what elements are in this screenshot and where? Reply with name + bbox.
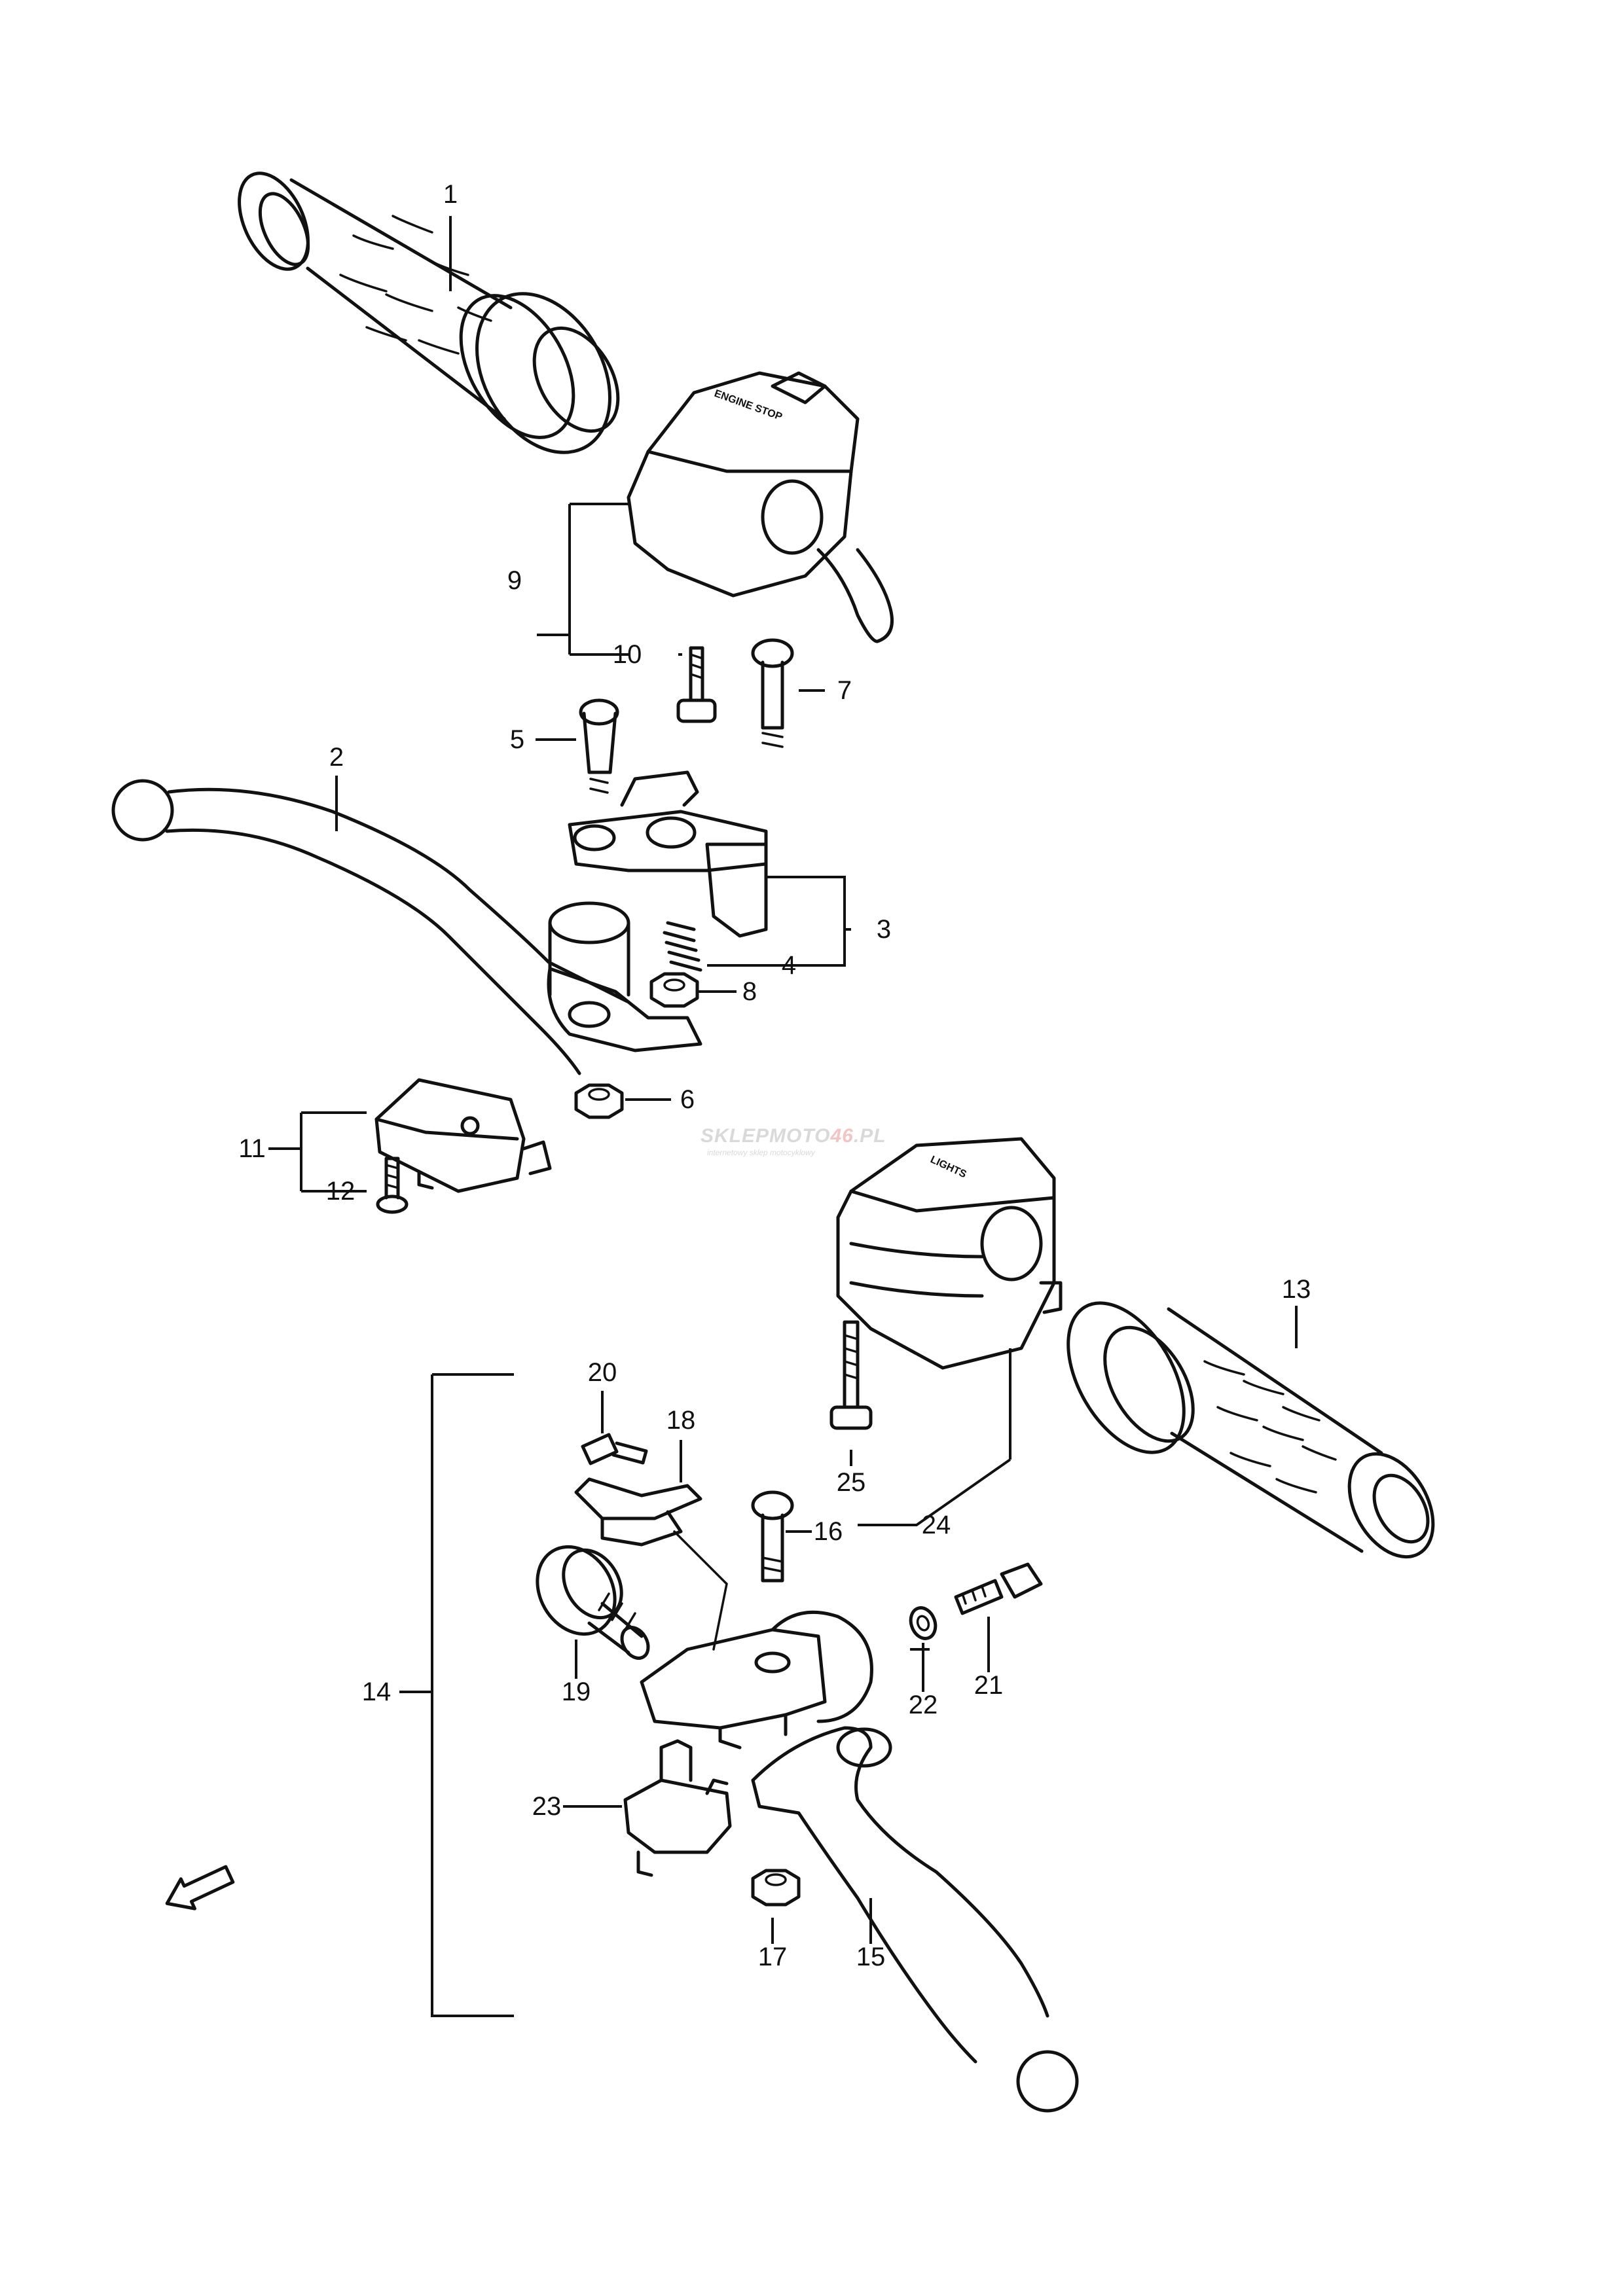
bolt-part-21 [954, 1562, 1043, 1615]
clutch-lever-part [751, 1726, 1079, 2113]
callout-9: 9 [507, 566, 522, 595]
washer-part [909, 1606, 938, 1640]
screw-part-20 [581, 1433, 648, 1465]
screw-part-25 [829, 1320, 873, 1430]
callout-7: 7 [837, 676, 852, 705]
master-cylinder-part [547, 770, 768, 1052]
callout-13: 13 [1282, 1275, 1311, 1304]
nut-part-8 [649, 972, 699, 1008]
brake-lever-part [111, 779, 629, 1075]
callout-6: 6 [680, 1085, 695, 1114]
screw-part-10 [676, 646, 717, 723]
spring-part [663, 921, 702, 972]
callout-15: 15 [856, 1943, 886, 1971]
callout-5: 5 [510, 725, 524, 754]
right-switch-label: LIGHTS [928, 1154, 968, 1180]
watermark: SKLEPMOTO46.PL internetowy sklep motocyk… [701, 1125, 886, 1157]
callout-14: 14 [362, 1677, 392, 1706]
callout-18: 18 [666, 1406, 696, 1435]
adjuster-knob-part [536, 1545, 650, 1660]
nut-part-17 [751, 1869, 801, 1907]
right-switch-housing-part: LIGHTS [836, 1137, 1063, 1370]
left-switch-housing-part: ENGINE STOP [627, 371, 894, 643]
pivot-bolt-part-16 [751, 1490, 794, 1583]
callout-11: 11 [238, 1134, 266, 1163]
bracket-part [574, 1477, 728, 1651]
nut-part-6 [574, 1083, 624, 1119]
clutch-switch-part [623, 1739, 732, 1877]
callout-21: 21 [974, 1671, 1004, 1700]
watermark-tagline: internetowy sklep motocyklowy [707, 1148, 816, 1157]
callout-19: 19 [562, 1677, 591, 1706]
callout-22: 22 [909, 1691, 938, 1719]
callout-17: 17 [758, 1943, 788, 1971]
fwd-arrow-icon: FWD [165, 1865, 235, 1910]
callout-24: 24 [922, 1511, 951, 1539]
screw-part-12 [376, 1157, 409, 1214]
left-grip-part [1066, 1301, 1435, 1559]
callout-12: 12 [326, 1177, 355, 1206]
callout-20: 20 [588, 1358, 617, 1387]
callout-numbers: 1 2 3 4 5 6 7 8 9 10 11 12 13 14 15 16 1… [238, 180, 1311, 1971]
callout-25: 25 [837, 1468, 866, 1497]
throttle-grip-part [238, 171, 620, 454]
callout-8: 8 [742, 977, 757, 1006]
brake-switch-part [374, 1078, 552, 1193]
clutch-holder-part [640, 1610, 873, 1749]
pivot-bolt-part [579, 698, 619, 794]
callout-10: 10 [613, 640, 642, 669]
callout-23: 23 [532, 1792, 562, 1821]
callout-3: 3 [877, 915, 891, 944]
callout-1: 1 [443, 180, 458, 209]
callout-4: 4 [782, 951, 796, 980]
leader-lines [268, 216, 1298, 2017]
left-switch-label: ENGINE STOP [713, 388, 784, 423]
callout-16: 16 [814, 1517, 843, 1546]
watermark-brand: SKLEPMOTO46.PL [701, 1125, 886, 1147]
callout-2: 2 [329, 743, 344, 772]
screw-part-7 [751, 638, 794, 748]
